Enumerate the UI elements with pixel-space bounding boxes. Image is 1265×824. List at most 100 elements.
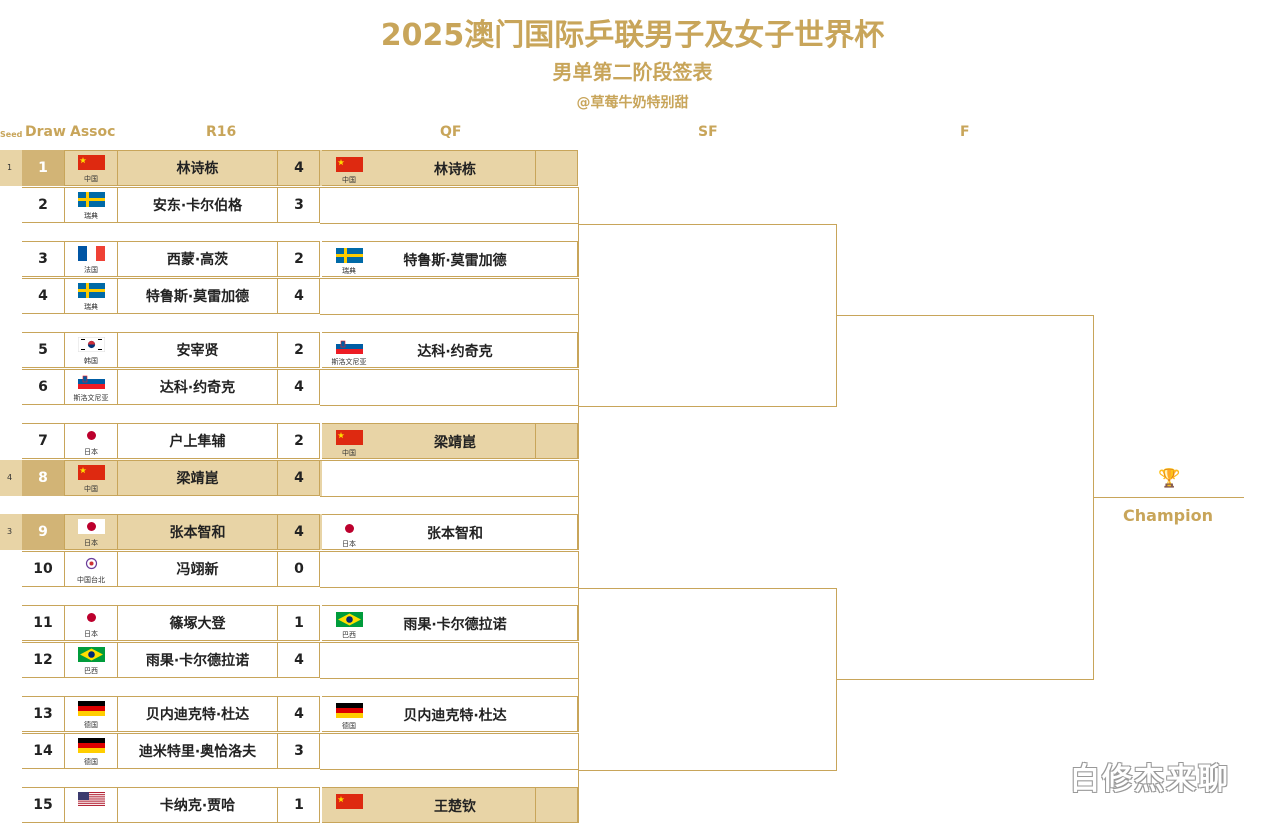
assoc-cell: 韩国 bbox=[64, 332, 118, 368]
qf-slot: 德国贝内迪克特·杜达 bbox=[322, 696, 578, 732]
player-name: 户上隼辅 bbox=[118, 423, 278, 459]
country-name: 法国 bbox=[84, 266, 98, 274]
country-name: 中国 bbox=[84, 485, 98, 493]
champion-label: Champion bbox=[1123, 506, 1213, 525]
usa-flag-icon bbox=[78, 792, 105, 807]
player-name: 冯翊新 bbox=[118, 551, 278, 587]
header-sf: SF bbox=[698, 124, 718, 140]
country-name: 日本 bbox=[84, 539, 98, 547]
sweden-flag-icon bbox=[336, 248, 363, 263]
draw-number: 14 bbox=[33, 743, 53, 759]
bracket-line bbox=[1093, 497, 1244, 498]
bracket-line bbox=[320, 187, 578, 188]
bracket-line bbox=[578, 187, 579, 277]
bracket-line bbox=[320, 733, 578, 734]
match-score: 4 bbox=[294, 652, 304, 668]
match-score: 1 bbox=[294, 615, 304, 631]
r16-row-frame bbox=[22, 278, 320, 314]
brazil-flag-icon bbox=[78, 647, 105, 662]
player-name: 梁靖崑 bbox=[434, 435, 476, 451]
header-qf: QF bbox=[440, 124, 462, 140]
bracket-line bbox=[578, 369, 579, 459]
bracket-line bbox=[320, 496, 578, 497]
player-name: 特鲁斯·莫雷加德 bbox=[403, 253, 507, 269]
country-name: 德国 bbox=[84, 721, 98, 729]
bracket-line bbox=[320, 678, 578, 679]
player-name: 林诗栋 bbox=[434, 162, 476, 178]
draw-number: 13 bbox=[33, 706, 53, 722]
assoc-cell bbox=[64, 787, 118, 823]
country-name: 斯洛文尼亚 bbox=[331, 358, 367, 366]
qf-slot: 中国 林诗栋 bbox=[322, 150, 578, 186]
bracket-line bbox=[320, 551, 578, 552]
r16-row-frame bbox=[22, 551, 320, 587]
china-flag-icon bbox=[78, 155, 105, 170]
china-flag-icon bbox=[336, 430, 363, 445]
player-name: 张本智和 bbox=[118, 514, 278, 550]
country-name: 中国 bbox=[84, 175, 98, 183]
bracket-line bbox=[578, 460, 579, 550]
country-name: 日本 bbox=[342, 540, 356, 548]
qf-divider bbox=[535, 788, 536, 822]
draw-number: 8 bbox=[22, 460, 64, 496]
player-name: 梁靖崑 bbox=[118, 460, 278, 496]
country-name: 中国 bbox=[342, 449, 356, 457]
trophy-icon: 🏆 bbox=[1158, 468, 1181, 489]
seed-number: 4 bbox=[7, 473, 13, 482]
country-name: 韩国 bbox=[84, 357, 98, 365]
header-r16: R16 bbox=[206, 124, 237, 140]
qf-slot: 巴西雨果·卡尔德拉诺 bbox=[322, 605, 578, 641]
page-subtitle: 男单第二阶段签表 bbox=[552, 60, 713, 84]
korea-flag-icon bbox=[77, 336, 106, 353]
bracket-line bbox=[320, 587, 578, 588]
player-name: 特鲁斯·莫雷加德 bbox=[118, 278, 278, 314]
player-name: 西蒙·高茨 bbox=[118, 241, 278, 277]
assoc-cell: 瑞典 bbox=[64, 187, 118, 223]
qf-slot: 中国 梁靖崑 bbox=[322, 423, 578, 459]
player-name: 雨果·卡尔德拉诺 bbox=[403, 617, 507, 633]
germany-flag-icon bbox=[78, 738, 105, 753]
match-score: 2 bbox=[294, 342, 304, 358]
draw-number: 11 bbox=[33, 615, 53, 631]
bracket-line bbox=[836, 679, 1094, 680]
assoc-cell: 中国 bbox=[64, 460, 118, 496]
match-score: 0 bbox=[294, 561, 304, 577]
header-assoc: Assoc bbox=[70, 124, 116, 140]
qf-slot: 斯洛文尼亚达科·约奇克 bbox=[322, 332, 578, 368]
player-name: 安宰贤 bbox=[118, 332, 278, 368]
draw-number: 7 bbox=[38, 433, 48, 449]
country-name: 日本 bbox=[84, 448, 98, 456]
r16-row-frame bbox=[22, 241, 320, 277]
author-credit: @草莓牛奶特别甜 bbox=[576, 95, 689, 111]
match-score: 4 bbox=[294, 160, 304, 176]
bracket-line bbox=[320, 314, 578, 315]
draw-number: 6 bbox=[38, 379, 48, 395]
watermark: 白修杰来聊 bbox=[1070, 762, 1230, 797]
draw-number: 2 bbox=[38, 197, 48, 213]
assoc-cell: 德国 bbox=[64, 696, 118, 732]
japan-flag-icon bbox=[336, 521, 363, 536]
match-score: 4 bbox=[294, 288, 304, 304]
country-name: 斯洛文尼亚 bbox=[73, 394, 109, 402]
country-name: 德国 bbox=[84, 758, 98, 766]
assoc-cell: 日本 bbox=[64, 514, 118, 550]
bracket-line bbox=[320, 369, 578, 370]
header-seed: Seed bbox=[0, 130, 23, 139]
country-name: 中国 bbox=[342, 176, 356, 184]
draw-number: 10 bbox=[33, 561, 53, 577]
japan-flag-icon bbox=[78, 428, 105, 443]
china-flag-icon bbox=[78, 465, 105, 480]
assoc-cell: 巴西 bbox=[64, 642, 118, 678]
match-score: 4 bbox=[294, 379, 304, 395]
draw-number: 1 bbox=[22, 150, 64, 186]
